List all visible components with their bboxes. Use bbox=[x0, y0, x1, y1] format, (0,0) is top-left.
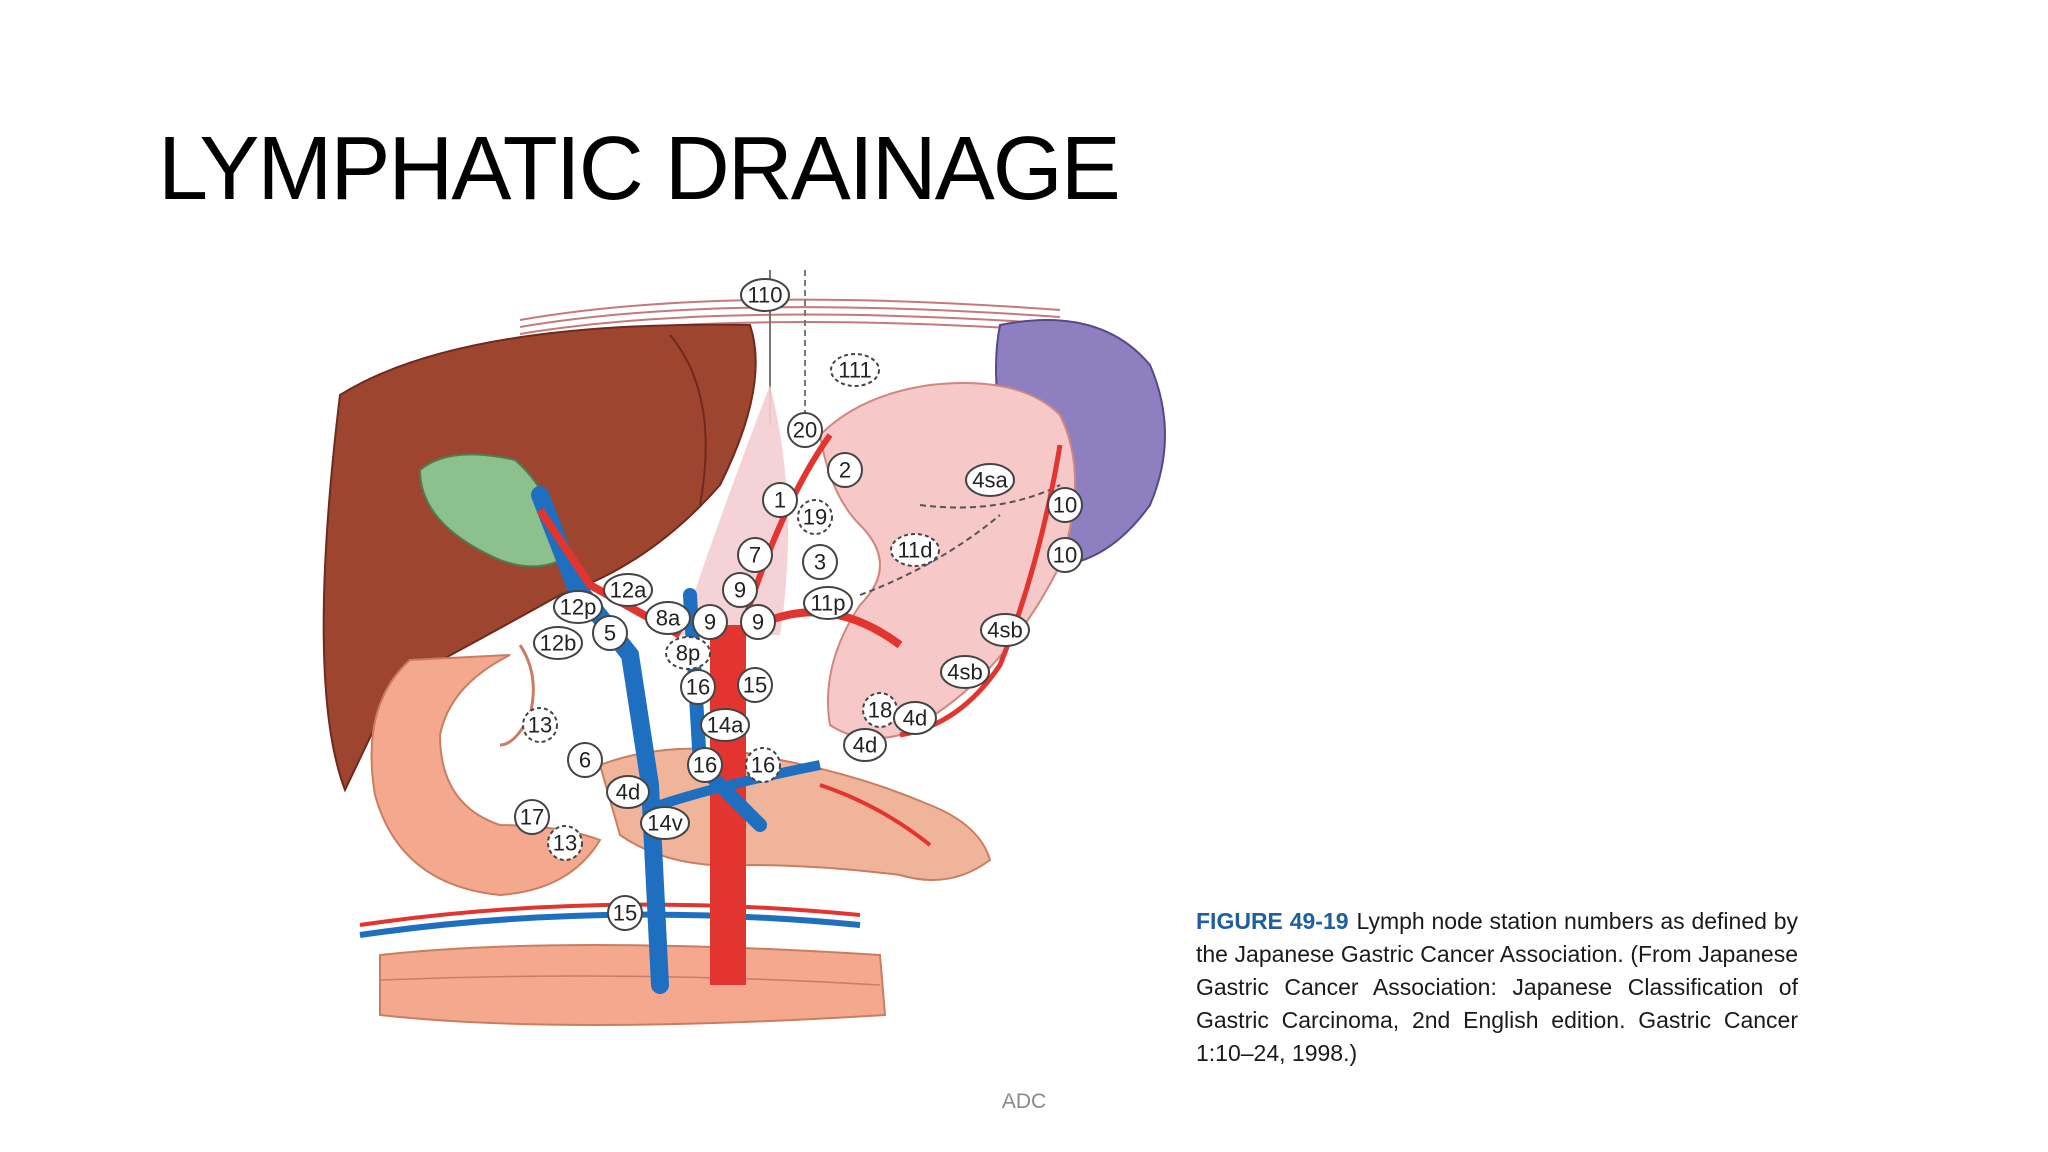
lymph-node-4sb-upper: 4sb bbox=[980, 613, 1030, 647]
lymph-node-8p: 8p bbox=[665, 636, 711, 670]
lymph-node-7: 7 bbox=[737, 537, 773, 573]
lymph-node-4d-upper: 4d bbox=[893, 701, 937, 735]
node-label: 9 bbox=[752, 610, 764, 635]
node-label: 110 bbox=[747, 283, 782, 308]
lymph-node-10a: 10 bbox=[1047, 487, 1083, 523]
portal-vein bbox=[531, 486, 669, 994]
node-label: 8p bbox=[676, 641, 700, 666]
node-label: 9 bbox=[704, 610, 716, 635]
node-label: 15 bbox=[743, 673, 767, 698]
splenic-vein bbox=[658, 760, 821, 810]
stomach-region-line bbox=[919, 484, 1061, 509]
figure-caption-label: FIGURE 49-19 bbox=[1196, 908, 1349, 934]
node-label: 7 bbox=[749, 543, 761, 568]
lymph-node-5: 5 bbox=[592, 615, 628, 651]
lymph-node-15b: 15 bbox=[607, 895, 643, 931]
node-label: 14v bbox=[647, 811, 682, 836]
liver-fissure bbox=[669, 334, 707, 506]
node-label: 11d bbox=[897, 538, 932, 563]
lymph-node-1: 1 bbox=[762, 482, 798, 518]
lymph-node-3: 3 bbox=[802, 544, 838, 580]
lymph-node-4d-lower: 4d bbox=[843, 728, 887, 762]
node-label: 13 bbox=[528, 713, 552, 738]
lymph-node-6: 6 bbox=[567, 742, 603, 778]
colic-artery bbox=[359, 902, 861, 927]
node-label: 15 bbox=[613, 901, 637, 926]
node-label: 18 bbox=[868, 698, 892, 723]
lymph-node-18: 18 bbox=[862, 692, 898, 728]
colon-fold bbox=[379, 975, 881, 986]
node-label: 12b bbox=[540, 631, 577, 656]
node-label: 12p bbox=[560, 595, 597, 620]
lymph-node-8a: 8a bbox=[645, 601, 691, 635]
lymph-node-13b: 13 bbox=[547, 825, 583, 861]
colic-vein bbox=[359, 911, 861, 938]
node-label: 6 bbox=[579, 748, 591, 773]
lymph-node-12p: 12p bbox=[553, 590, 603, 624]
lymph-node-4sb-lower: 4sb bbox=[940, 655, 990, 689]
lymph-node-20: 20 bbox=[787, 412, 823, 448]
lymph-node-11p: 11p bbox=[803, 586, 853, 620]
figure-caption-text: Lymph node station numbers as defined by… bbox=[1196, 908, 1798, 1066]
node-label: 5 bbox=[604, 621, 616, 646]
lymph-nodes: 110 111 20 2 4sa 10 10 1 19 11d 7 3 12a … bbox=[514, 278, 1083, 931]
lymph-node-110: 110 bbox=[740, 278, 790, 312]
lymph-node-16b: 16 bbox=[687, 747, 723, 783]
lymph-node-4sa: 4sa bbox=[965, 463, 1015, 497]
node-label: 1 bbox=[774, 488, 786, 513]
node-label: 19 bbox=[803, 505, 827, 530]
node-label: 4d bbox=[903, 706, 927, 731]
node-label: 17 bbox=[520, 805, 544, 830]
lymph-node-10b: 10 bbox=[1047, 537, 1083, 573]
node-label: 13 bbox=[553, 831, 577, 856]
lymph-node-12b: 12b bbox=[533, 626, 583, 660]
node-label: 10 bbox=[1053, 543, 1077, 568]
lymph-node-2: 2 bbox=[827, 452, 863, 488]
node-label: 4sb bbox=[947, 660, 982, 685]
pancreatic-artery bbox=[819, 783, 932, 847]
node-label: 4sa bbox=[972, 468, 1008, 493]
lymph-node-11d: 11d bbox=[890, 533, 940, 567]
lymph-node-9b: 9 bbox=[692, 604, 728, 640]
node-label: 16 bbox=[751, 753, 775, 778]
lymph-node-9a: 9 bbox=[722, 572, 758, 608]
node-label: 3 bbox=[814, 550, 826, 575]
node-label: 10 bbox=[1053, 493, 1077, 518]
node-label: 9 bbox=[734, 578, 746, 603]
node-label: 4d bbox=[853, 733, 877, 758]
anatomy-diagram: 110 111 20 2 4sa 10 10 1 19 11d 7 3 12a … bbox=[322, 270, 1166, 1026]
node-label: 12a bbox=[610, 578, 647, 603]
lymph-node-13a: 13 bbox=[522, 707, 558, 743]
transverse-colon bbox=[379, 944, 887, 1026]
lymph-node-figure: 110 111 20 2 4sa 10 10 1 19 11d 7 3 12a … bbox=[300, 265, 1200, 1080]
lymph-node-14v: 14v bbox=[640, 806, 690, 840]
node-label: 16 bbox=[686, 675, 710, 700]
node-label: 4d bbox=[616, 780, 640, 805]
node-label: 16 bbox=[693, 753, 717, 778]
lymph-node-16c: 16 bbox=[745, 747, 781, 783]
node-label: 14a bbox=[707, 713, 744, 738]
slide-title: LYMPHATIC DRAINAGE bbox=[158, 119, 1121, 219]
lymph-node-9c: 9 bbox=[740, 604, 776, 640]
lymph-node-111: 111 bbox=[830, 353, 880, 387]
lymph-node-14a: 14a bbox=[700, 708, 750, 742]
slide-footer: ADC bbox=[1001, 1090, 1047, 1113]
lymph-node-15a: 15 bbox=[737, 667, 773, 703]
node-label: 11p bbox=[810, 591, 845, 616]
lymph-node-16a: 16 bbox=[680, 669, 716, 705]
lymph-node-12a: 12a bbox=[603, 573, 653, 607]
node-label: 4sb bbox=[987, 618, 1022, 643]
node-label: 20 bbox=[793, 418, 817, 443]
duodenum bbox=[370, 654, 602, 897]
node-label: 2 bbox=[839, 458, 851, 483]
node-label: 111 bbox=[838, 358, 871, 383]
lymph-node-4d-duodenal: 4d bbox=[606, 775, 650, 809]
lymph-node-19: 19 bbox=[797, 499, 833, 535]
node-label: 8a bbox=[656, 606, 681, 631]
lymph-node-17: 17 bbox=[514, 799, 550, 835]
